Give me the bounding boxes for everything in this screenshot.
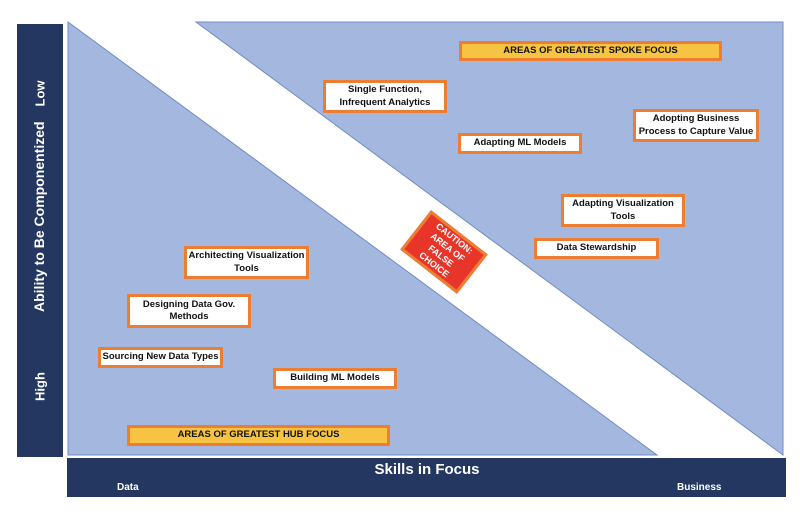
spoke-focus-label: AREAS OF GREATEST SPOKE FOCUS xyxy=(459,41,722,61)
item-data-stewardship: Data Stewardship xyxy=(534,238,659,259)
item-adapting-ml-models: Adapting ML Models xyxy=(458,133,582,154)
x-axis-bar: Skills in Focus Data Business xyxy=(67,458,786,497)
item-architecting-visualization-tools: Architecting Visualization Tools xyxy=(184,246,309,279)
item-designing-data-gov: Designing Data Gov. Methods xyxy=(127,294,251,328)
item-building-ml-models: Building ML Models xyxy=(273,368,397,389)
x-axis-title: Skills in Focus xyxy=(374,461,480,478)
hub-focus-label: AREAS OF GREATEST HUB FOCUS xyxy=(127,425,390,446)
item-sourcing-new-data-types: Sourcing New Data Types xyxy=(98,347,223,368)
y-axis-bar: Ability to Be Componentized Low High xyxy=(17,24,63,457)
hub-triangle xyxy=(67,21,659,456)
item-adopting-business-process: Adopting Business Process to Capture Val… xyxy=(633,109,759,142)
item-single-function: Single Function, Infrequent Analytics xyxy=(323,80,447,113)
x-axis-data-label: Data xyxy=(117,482,139,493)
item-adapting-visualization-tools: Adapting Visualization Tools xyxy=(561,194,685,227)
x-axis-business-label: Business xyxy=(677,482,722,493)
